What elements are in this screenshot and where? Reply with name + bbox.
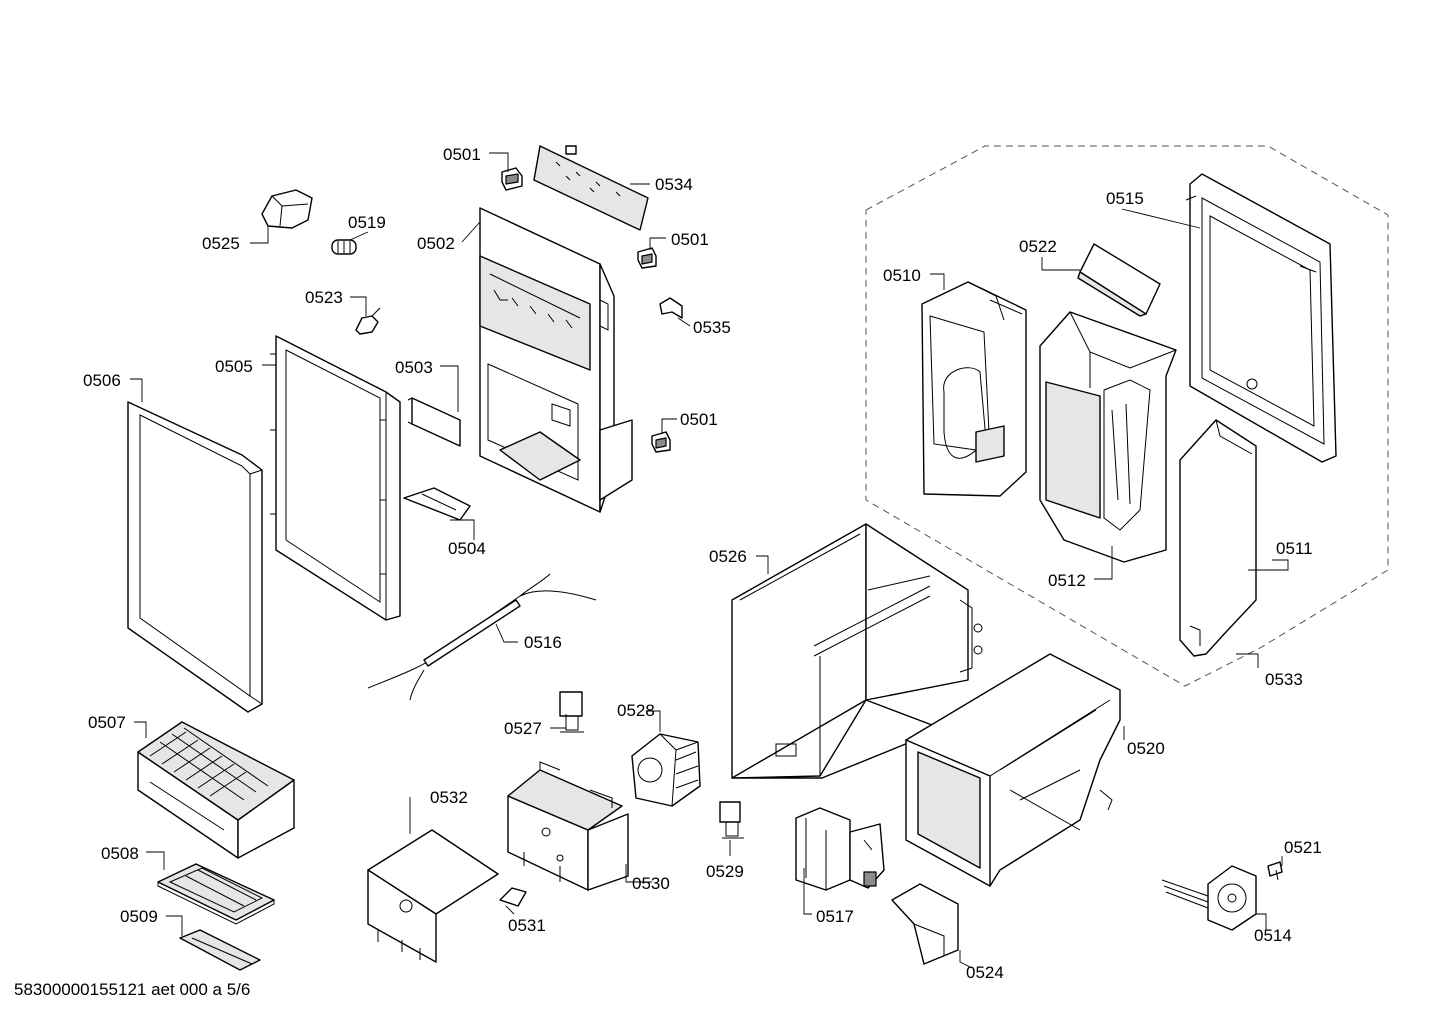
callout-0505: 0505 bbox=[215, 357, 253, 376]
callout-0522: 0522 bbox=[1019, 237, 1057, 256]
part-0531-clip bbox=[499, 887, 527, 907]
part-0529-valve bbox=[719, 801, 744, 839]
callout-0535: 0535 bbox=[693, 318, 731, 337]
callout-0504: 0504 bbox=[448, 539, 486, 558]
part-0516-wire-harness bbox=[367, 573, 597, 701]
part-0504-plate bbox=[403, 487, 471, 521]
callout-0532: 0532 bbox=[430, 788, 468, 807]
callout-0501-a: 0501 bbox=[443, 145, 481, 164]
callout-0516: 0516 bbox=[524, 633, 562, 652]
callout-0521: 0521 bbox=[1284, 838, 1322, 857]
part-0526-bin-frame bbox=[731, 523, 983, 779]
part-0517-water-assembly bbox=[795, 807, 885, 891]
callout-0501-b: 0501 bbox=[671, 230, 709, 249]
part-0523-small-bulb bbox=[355, 307, 381, 335]
callout-0519: 0519 bbox=[348, 213, 386, 232]
part-0507-dispenser-shroud bbox=[137, 721, 295, 859]
callout-0517: 0517 bbox=[816, 907, 854, 926]
callout-0506: 0506 bbox=[83, 371, 121, 390]
part-0515-evaporator-door bbox=[1185, 173, 1337, 463]
callout-0529: 0529 bbox=[706, 862, 744, 881]
callout-0533: 0533 bbox=[1265, 670, 1303, 689]
part-0534-control-board bbox=[533, 145, 649, 231]
callout-0524: 0524 bbox=[966, 963, 1004, 982]
part-0528-motor bbox=[631, 733, 701, 807]
callout-0523: 0523 bbox=[305, 288, 343, 307]
callout-0515: 0515 bbox=[1106, 189, 1144, 208]
callout-0531: 0531 bbox=[508, 916, 546, 935]
part-0506-frame bbox=[127, 401, 263, 713]
part-0510-air-duct bbox=[921, 281, 1027, 497]
part-0511-rear-panel bbox=[1179, 419, 1257, 657]
part-0501-button-b bbox=[637, 247, 657, 269]
part-0519-bulb bbox=[331, 239, 357, 255]
part-0505-door-panel bbox=[270, 335, 401, 621]
callout-0525: 0525 bbox=[202, 234, 240, 253]
callout-0514: 0514 bbox=[1254, 926, 1292, 945]
part-0527-valve bbox=[559, 691, 584, 733]
part-0521-screw bbox=[1267, 861, 1283, 881]
part-0508-drip-tray bbox=[157, 863, 275, 925]
callout-0501-c: 0501 bbox=[680, 410, 718, 429]
part-0530-electronics-box bbox=[507, 761, 629, 891]
callout-0510: 0510 bbox=[883, 266, 921, 285]
callout-0511: 0511 bbox=[1276, 539, 1313, 558]
callout-0507: 0507 bbox=[88, 713, 126, 732]
callout-0508: 0508 bbox=[101, 844, 139, 863]
callout-0520: 0520 bbox=[1127, 739, 1165, 758]
part-0524-bracket bbox=[891, 883, 959, 965]
part-0512-evaporator-housing bbox=[1039, 311, 1177, 563]
part-0525-lamp-cover bbox=[261, 189, 313, 229]
callout-0512: 0512 bbox=[1048, 571, 1086, 590]
callout-0503: 0503 bbox=[395, 358, 433, 377]
callout-0502: 0502 bbox=[417, 234, 455, 253]
callout-0534: 0534 bbox=[655, 175, 693, 194]
assembly-boundary bbox=[865, 145, 1389, 687]
callout-0530: 0530 bbox=[632, 874, 670, 893]
part-0514-fan bbox=[1161, 865, 1257, 931]
part-0520-ice-bin bbox=[905, 653, 1121, 887]
leader-lines bbox=[130, 152, 1289, 969]
document-id: 58300000155121 aet 000 a 5/6 bbox=[14, 980, 251, 999]
part-0502-dispenser-housing bbox=[479, 207, 633, 513]
part-0532-bracket-cover bbox=[367, 829, 499, 963]
callout-0526: 0526 bbox=[709, 547, 747, 566]
part-0509-grille bbox=[179, 929, 261, 971]
callout-0527: 0527 bbox=[504, 719, 542, 738]
part-0501-button-c bbox=[651, 431, 671, 453]
part-0501-button-a bbox=[501, 167, 523, 191]
callout-0528: 0528 bbox=[617, 701, 655, 720]
part-0522-cover bbox=[1077, 243, 1161, 317]
callout-0509: 0509 bbox=[120, 907, 158, 926]
part-0503-plate bbox=[407, 397, 461, 447]
part-0535-clip bbox=[659, 297, 683, 319]
